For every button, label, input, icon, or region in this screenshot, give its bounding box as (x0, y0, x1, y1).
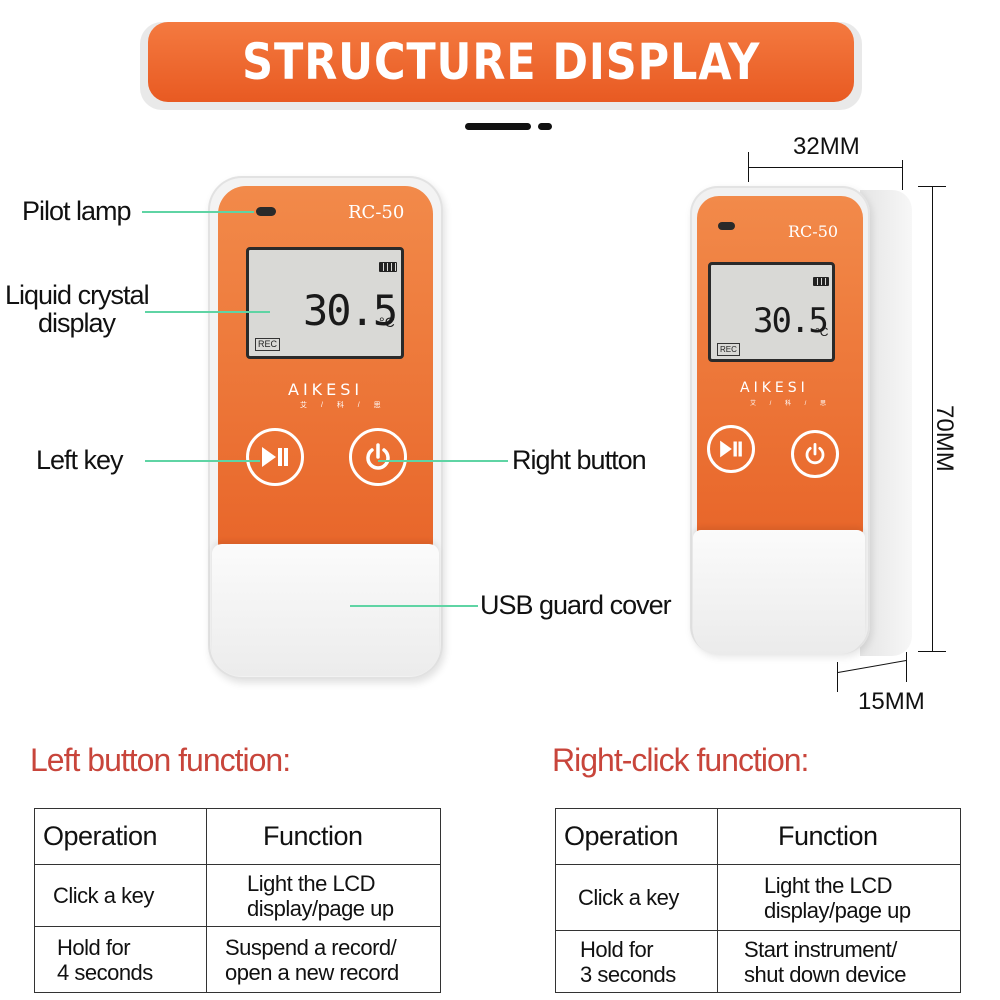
function-text-line2: display/page up (764, 897, 911, 923)
device-side-face (697, 196, 863, 536)
callout-line-right (378, 460, 508, 462)
dim-tick-height-top (918, 186, 946, 187)
side-usb-guard-cover (693, 530, 865, 654)
function-cell: Suspend a record/open a new record (206, 926, 441, 993)
callout-left-key: Left key (36, 445, 124, 475)
header-function: Function (206, 808, 441, 865)
dim-height-label: 70MM (931, 405, 958, 472)
right-power-button[interactable] (349, 428, 407, 486)
dim-tick-depth-right (906, 652, 907, 682)
side-lcd-value: 30.5 (753, 301, 829, 341)
dim-line-depth (837, 659, 908, 673)
dim-tick-height-bottom (918, 651, 946, 652)
operation-cell: Click a key (555, 864, 718, 931)
function-text-line1: Light the LCD (764, 872, 893, 898)
function-text-line1: Start instrument/ (744, 936, 897, 962)
divider-dash (465, 123, 531, 130)
side-model-label: RC-50 (788, 222, 839, 241)
side-lcd-screen: 30.5 °C REC (708, 262, 835, 362)
callout-lcd-line1: Liquid crystal (5, 280, 150, 310)
lcd-unit: °C (379, 314, 395, 330)
header-function: Function (717, 808, 961, 865)
right-table-title: Right-click function: (552, 742, 809, 778)
function-text-line2: shut down device (744, 961, 907, 987)
dim-tick-width-right (902, 160, 903, 190)
callout-line-lcd (145, 311, 270, 313)
table-header-row: Operation Function (34, 808, 441, 865)
left-function-table: Operation Function Click a key Light the… (34, 808, 441, 993)
header-operation: Operation (34, 808, 207, 865)
table-header-row: Operation Function (555, 808, 961, 865)
header-operation: Operation (555, 808, 718, 865)
side-power-icon (805, 443, 825, 465)
callout-lcd-line2: display (38, 308, 116, 338)
model-label: RC-50 (348, 202, 405, 223)
function-text-line2: display/page up (247, 895, 394, 921)
function-text-line1: Light the LCD (247, 870, 376, 896)
rec-indicator: REC (255, 338, 281, 351)
side-rec-indicator: REC (717, 343, 740, 356)
side-brand-logo: AIKESI (740, 380, 809, 396)
operation-text: Click a key (578, 885, 679, 910)
side-pilot-lamp (718, 222, 735, 230)
operation-cell: Click a key (34, 864, 207, 927)
dim-line-height (932, 186, 933, 651)
lcd-value: 30.5 (303, 286, 398, 335)
divider-dot (538, 123, 552, 130)
side-left-key-button[interactable] (707, 425, 755, 473)
left-table-title: Left button function: (30, 742, 291, 778)
operation-text-line2: 3 seconds (580, 961, 676, 987)
callout-line-usb (350, 605, 478, 607)
function-cell: Start instrument/shut down device (717, 930, 961, 993)
device-front-face (218, 186, 433, 551)
dim-tick-width-left (748, 152, 749, 182)
brand-sub: 艾 / 科 / 思 (300, 402, 387, 409)
brand-logo: AIKESI (288, 380, 364, 399)
operation-text-line1: Hold for (57, 934, 131, 960)
operation-text-line1: Hold for (580, 936, 654, 962)
function-text-line2: open a new record (225, 959, 399, 985)
battery-icon (379, 262, 397, 272)
side-brand-sub: 艾 / 科 / 思 (750, 401, 833, 407)
dim-depth-label: 15MM (858, 688, 925, 715)
side-play-pause-icon (720, 440, 742, 458)
callout-line-left (145, 460, 260, 462)
function-text-line1: Suspend a record/ (225, 934, 397, 960)
banner-title: STRUCTURE DISPLAY (241, 33, 761, 91)
dim-tick-depth-left (837, 662, 838, 692)
callout-right-button: Right button (512, 445, 647, 475)
pilot-lamp (256, 207, 276, 216)
right-function-table: Operation Function Click a key Light the… (555, 808, 961, 993)
side-right-power-button[interactable] (791, 430, 839, 478)
callout-pilot-lamp: Pilot lamp (22, 196, 132, 226)
side-battery-icon (813, 277, 829, 286)
dim-line-width (748, 167, 903, 168)
callout-usb-cover: USB guard cover (480, 590, 672, 620)
power-icon (366, 443, 390, 470)
play-pause-icon (262, 447, 288, 467)
lcd-screen: 30.5 °C REC (246, 247, 404, 359)
left-key-button[interactable] (246, 428, 304, 486)
usb-guard-cover (212, 544, 439, 676)
operation-text: Click a key (53, 883, 154, 908)
operation-text-line2: 4 seconds (57, 959, 153, 985)
title-banner: STRUCTURE DISPLAY (148, 22, 854, 102)
side-lcd-unit: °C (815, 325, 829, 339)
dim-width-label: 32MM (793, 133, 860, 160)
callout-line-lamp (142, 211, 254, 213)
